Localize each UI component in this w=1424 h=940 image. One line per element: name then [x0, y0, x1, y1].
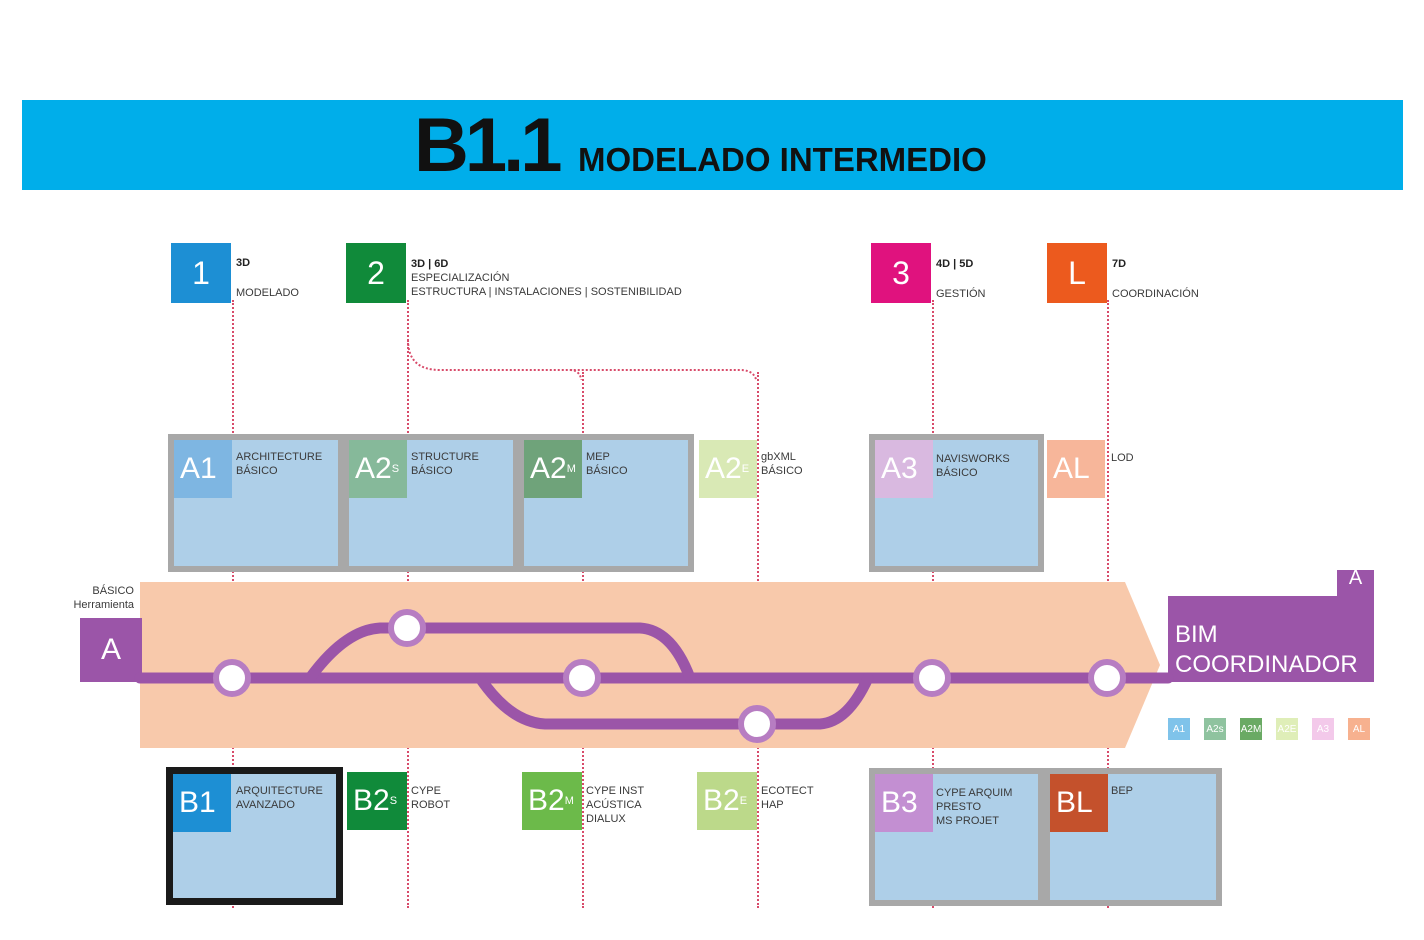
legend-swatch: A1 [1168, 718, 1190, 740]
level-description: ESTRUCTURA | INSTALACIONES | SOSTENIBILI… [411, 286, 682, 298]
track-end-code: A [1348, 566, 1363, 589]
module-b1-code: B1 [173, 774, 231, 832]
legend-swatch: AL [1348, 718, 1370, 740]
module-a1-code: A1 [174, 440, 232, 498]
module-al-code: AL [1047, 440, 1105, 498]
level-dimension: 7D [1112, 258, 1127, 270]
level-dimension: 3D | 6D [411, 258, 449, 270]
level-l-label: 7D COORDINACIÓN [1112, 257, 1199, 301]
branch-connector [407, 339, 758, 380]
legend-swatch: A2s [1204, 718, 1226, 740]
module-al-label: LOD [1111, 452, 1134, 464]
level-description: MODELADO [236, 287, 299, 299]
level-2-label: 3D | 6D ESPECIALIZACIÓN ESTRUCTURA | INS… [411, 257, 682, 299]
module-bl-label: BEP [1111, 785, 1134, 797]
module-bl-code: BL [1050, 774, 1108, 832]
level-1-label: 3D MODELADO [236, 256, 299, 300]
level-3-label: 4D | 5D GESTIÓN [936, 257, 986, 301]
course-code: B1.1 [414, 103, 563, 188]
level-2-tag: 2 [346, 243, 406, 303]
level-number: L [1068, 254, 1086, 291]
level-description: COORDINACIÓN [1112, 288, 1199, 300]
legend-swatch: A2E [1276, 718, 1298, 740]
level-l-tag: L [1047, 243, 1107, 303]
module-a3-code: A3 [875, 440, 933, 498]
track-start-code: A [100, 633, 121, 666]
level-description: GESTIÓN [936, 288, 986, 300]
level-number: 1 [192, 254, 210, 291]
module-b3-code: B3 [875, 774, 933, 832]
level-dimension: 4D | 5D [936, 258, 974, 270]
legend-swatch: A3 [1312, 718, 1334, 740]
title-banner [22, 100, 1403, 190]
level-specialization: ESPECIALIZACIÓN [411, 272, 510, 284]
legend: A1 A2s A2M A2E A3 AL [1168, 718, 1378, 746]
level-dimension: 3D [236, 257, 251, 269]
course-title: MODELADO INTERMEDIO [578, 141, 987, 178]
learning-track [80, 570, 1374, 748]
level-3-tag: 3 [871, 243, 931, 303]
level-1-tag: 1 [171, 243, 231, 303]
legend-swatch: A2M [1240, 718, 1262, 740]
level-number: 3 [892, 254, 910, 291]
level-number: 2 [367, 254, 385, 291]
